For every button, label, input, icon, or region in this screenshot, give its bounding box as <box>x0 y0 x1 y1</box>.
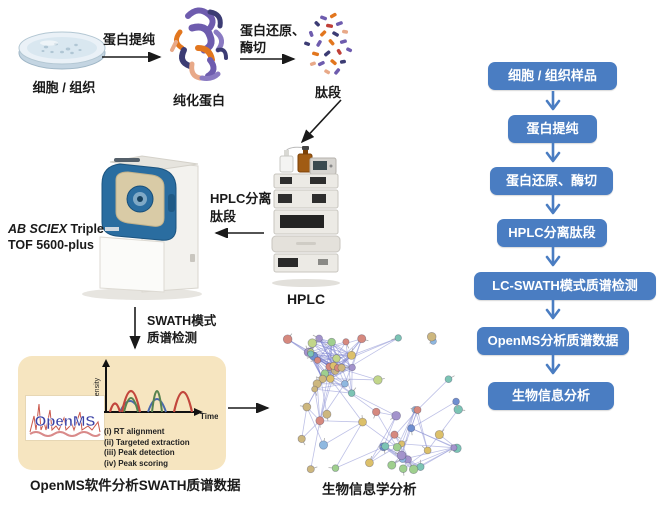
arrow-ms-to-openms <box>129 307 141 350</box>
flowchart-arrow <box>545 91 561 111</box>
openms-steps-list: (i) RT alignment (ii) Targeted extractio… <box>104 427 190 469</box>
purified-protein-image <box>170 7 228 81</box>
chart-ylabel: Intensity <box>94 377 101 404</box>
openms-step: (iv) Peak scoring <box>104 458 169 468</box>
flowchart-step-digestion: 蛋白还原、酶切 <box>490 167 613 195</box>
arrow-sample-to-protein <box>102 52 162 62</box>
swath-arrow-label-line1: SWATH模式 <box>147 314 217 328</box>
openms-step: (ii) Targeted extraction <box>104 437 190 447</box>
protein-network-image <box>282 332 466 476</box>
arrow-peptide-to-hplc <box>300 99 342 144</box>
ms-name-brand: AB SCIEX <box>8 222 68 236</box>
chart-xlabel: Time <box>200 412 218 421</box>
openms-logo-text: OpenMS <box>35 413 96 430</box>
chromatogram-chart: Intensity Time <box>94 359 218 421</box>
flowchart-arrow <box>545 300 561 320</box>
openms-panel: Intensity Time OpenMS (i) RT alignment (… <box>18 356 226 470</box>
flowchart-step-bioinfo: 生物信息分析 <box>488 382 614 410</box>
peptide-label: 肽段 <box>314 85 341 100</box>
protein-purification-arrow-label: 蛋白提纯 <box>103 32 156 47</box>
flowchart-step-sample: 细胞 / 组织样品 <box>488 62 617 90</box>
bioinfo-caption: 生物信息学分析 <box>322 482 417 497</box>
ms-name-model: Triple <box>67 222 104 236</box>
arrow-hplc-to-ms <box>214 228 264 238</box>
purified-protein-label: 纯化蛋白 <box>172 93 225 108</box>
openms-step: (iii) Peak detection <box>104 448 175 457</box>
peptide-fragments-image <box>304 12 353 75</box>
openms-caption: OpenMS软件分析SWATH质谱数据 <box>30 478 241 493</box>
ms-name-line2: TOF 5600-plus <box>8 238 94 252</box>
arrow-openms-to-network <box>228 403 270 413</box>
flowchart-step-purification: 蛋白提纯 <box>508 115 597 143</box>
hplc-caption: HPLC <box>286 291 326 307</box>
reduction-digestion-label-line2: 酶切 <box>240 40 267 55</box>
flowchart-step-hplc: HPLC分离肽段 <box>497 219 607 247</box>
sample-label: 细胞 / 组织 <box>32 80 96 95</box>
mass-spectrometer-image <box>82 155 202 300</box>
openms-logo-spectrum: OpenMS <box>29 403 101 437</box>
flowchart-arrow <box>545 143 561 163</box>
hplc-arrow-label-line2: 肽段 <box>210 209 237 224</box>
swath-arrow-label-line2: 质谱检测 <box>147 331 198 345</box>
arrow-protein-to-peptide <box>240 54 296 64</box>
openms-logo: OpenMS <box>26 396 104 440</box>
flowchart-arrow <box>545 195 561 215</box>
flowchart-arrow <box>545 355 561 375</box>
hplc-instrument-image <box>271 146 341 287</box>
hplc-arrow-label-line1: HPLC分离 <box>210 191 272 206</box>
openms-step: (i) RT alignment <box>104 427 165 436</box>
flowchart-step-lcswath: LC-SWATH模式质谱检测 <box>474 272 656 300</box>
reduction-digestion-label-line1: 蛋白还原、 <box>240 23 306 38</box>
ms-name-line1: AB SCIEX Triple <box>8 221 104 237</box>
petri-dish-image <box>18 31 106 70</box>
flowchart-step-openms: OpenMS分析质谱数据 <box>477 327 629 355</box>
flowchart-arrow <box>545 247 561 267</box>
